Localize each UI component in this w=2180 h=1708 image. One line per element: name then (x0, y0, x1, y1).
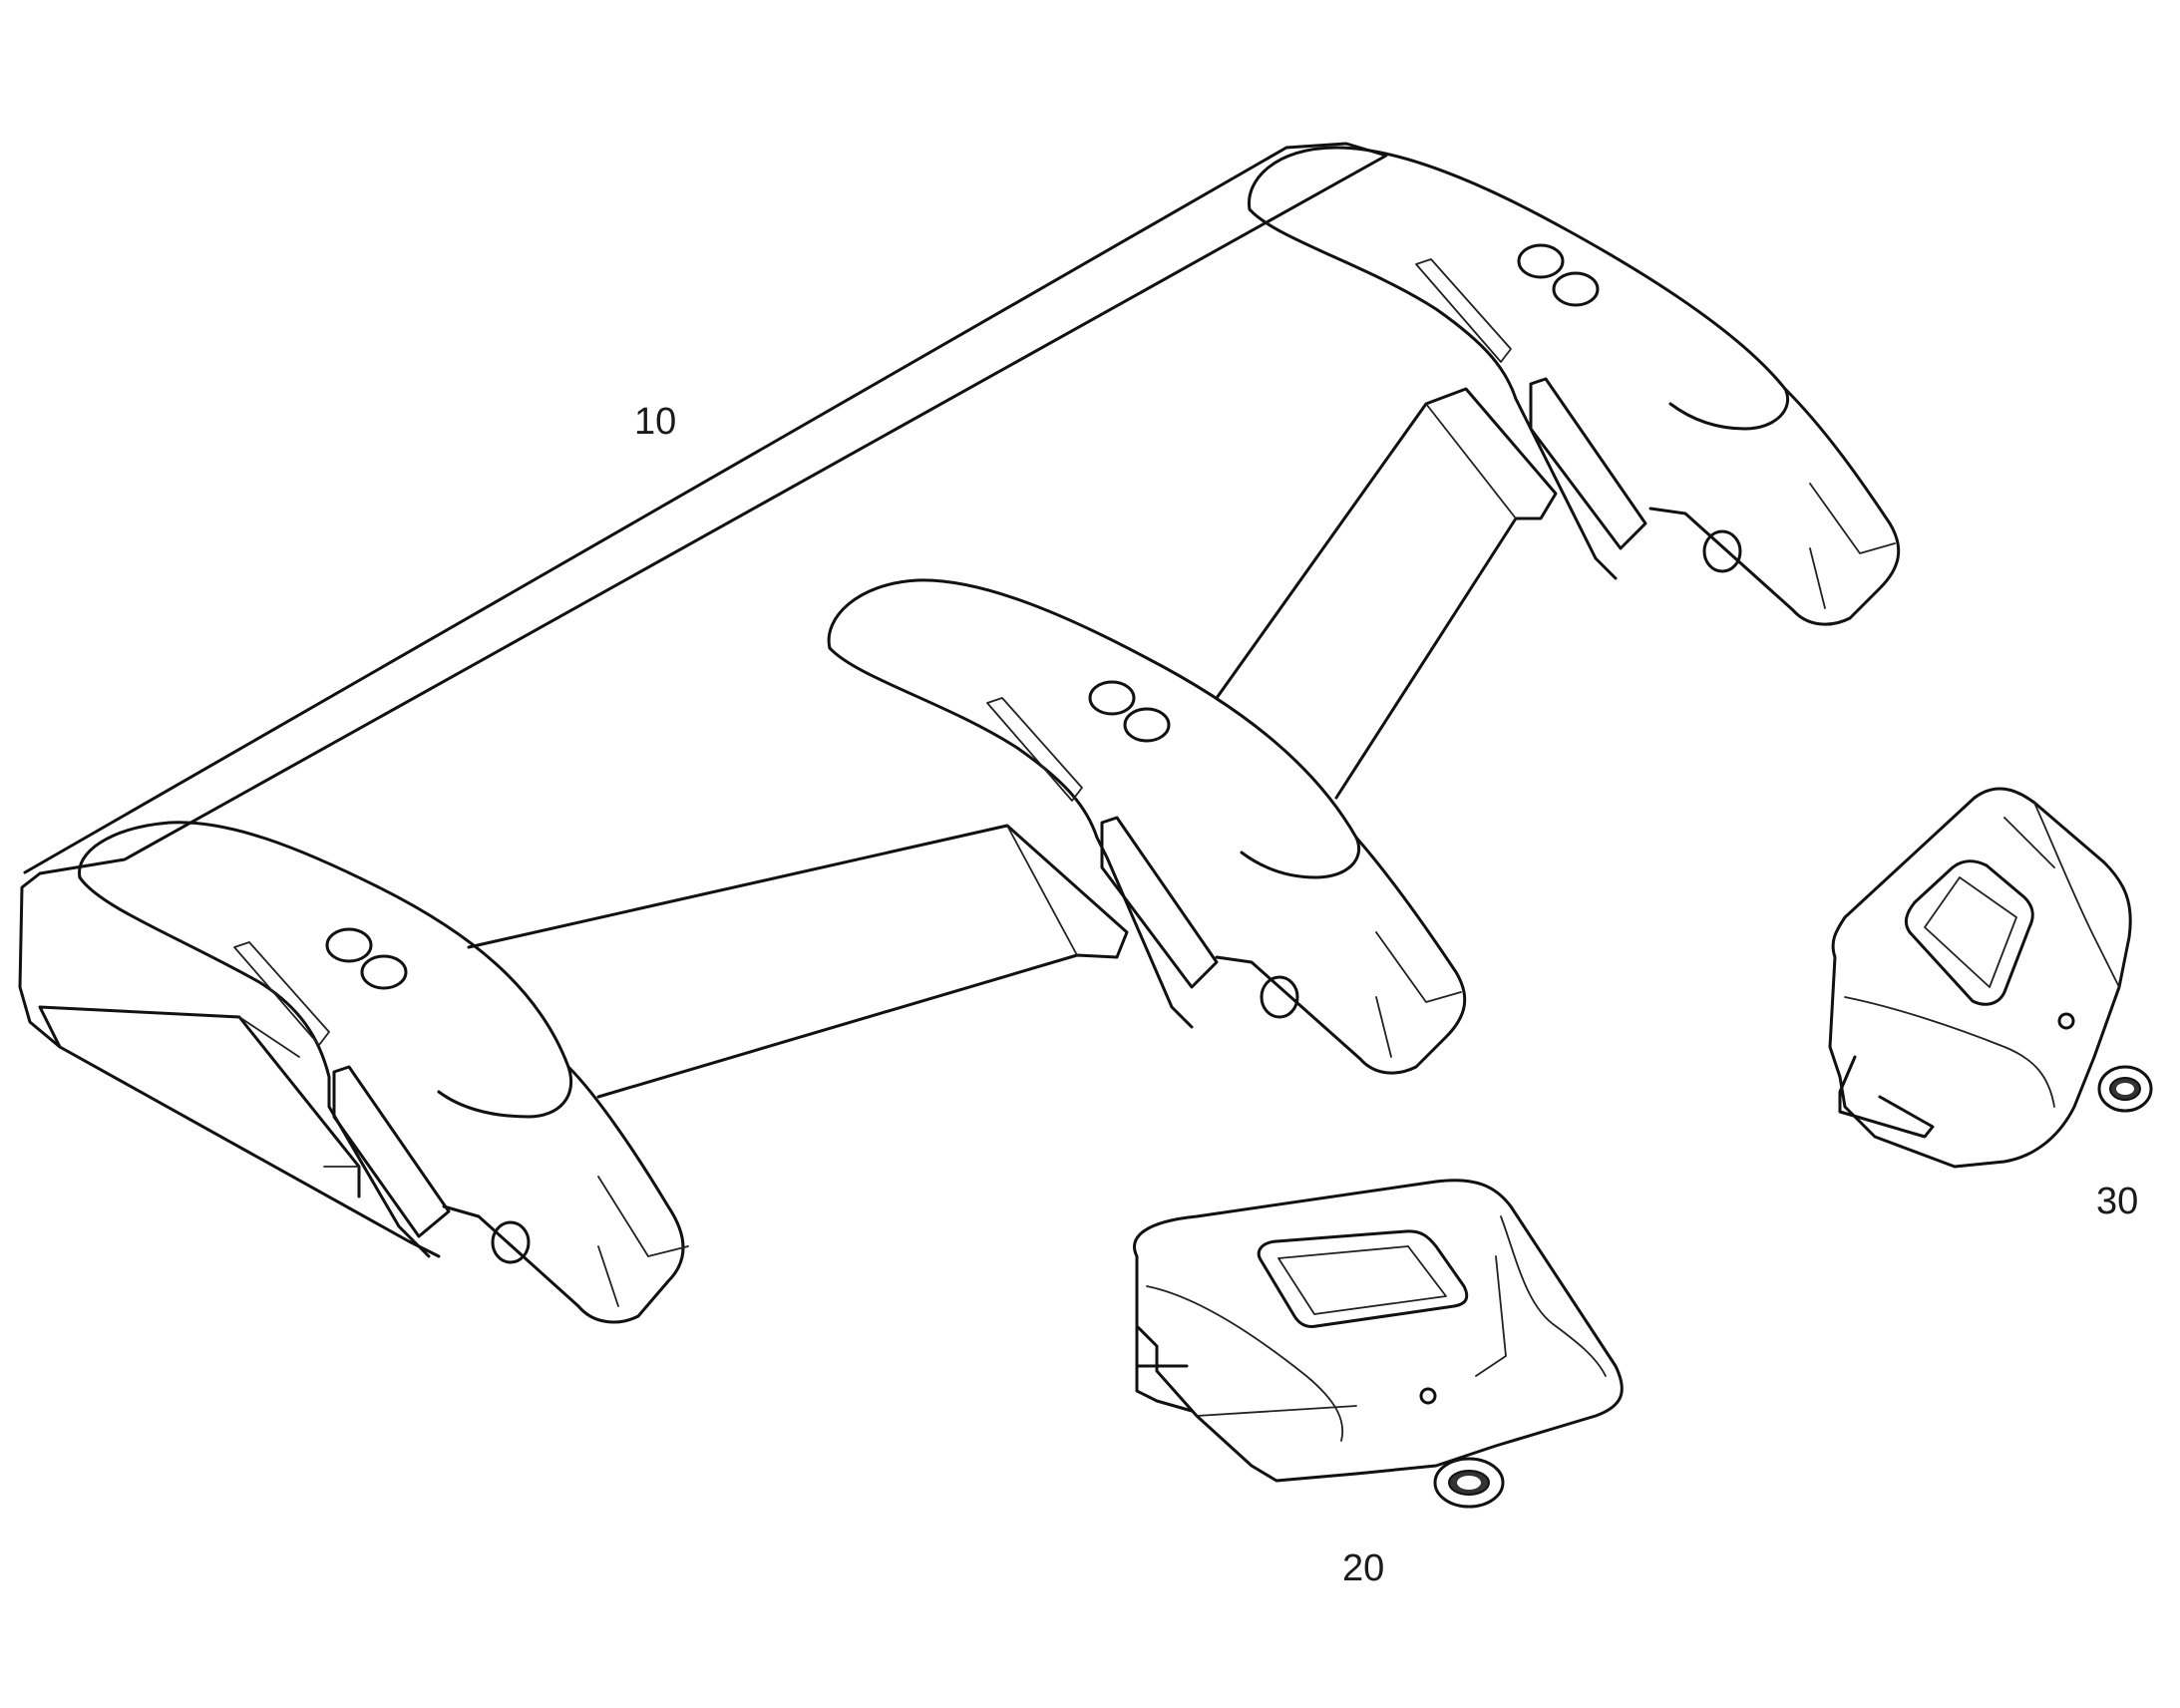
adapter-middle-lifting-eyes (1088, 680, 1171, 743)
lip-plate-outline (18, 142, 1388, 1258)
tooth-adapter-left (78, 821, 689, 1324)
shroud-30-top-window (1904, 859, 2034, 1006)
adapter-left-lifting-eyes (325, 927, 408, 990)
adapter-middle-pin-hole (1260, 975, 1299, 1019)
adapter-middle-slot (1100, 816, 1219, 989)
adapter-right-logo-recess (1415, 258, 1512, 363)
adapter-middle-logo-recess (986, 697, 1083, 802)
adapter-left-logo-recess (233, 941, 330, 1046)
shroud-20-side-rib-right (1500, 1215, 1607, 1377)
shroud-30-bolt-hole (2057, 1012, 2075, 1030)
tooth-adapter-right (1248, 146, 1901, 626)
adapter-left-slot (332, 1065, 451, 1238)
adapter-middle-top (827, 578, 1361, 879)
shroud-20-top-window (1257, 1229, 1469, 1328)
adapter-right-lifting-eyes (1517, 243, 1600, 307)
shroud-20-lower-jaw (1135, 1324, 1194, 1413)
tooth-adapter-middle (827, 578, 1467, 1075)
shroud-20-edge (1196, 1255, 1507, 1417)
reference-numeral-20: 20 (1342, 1547, 1385, 1589)
lip-plate-top-edge (23, 146, 1288, 874)
wear-shroud-20 (1133, 1179, 1624, 1509)
shroud-30-outline (1828, 787, 2132, 1169)
adapter-left-top (78, 821, 573, 1119)
adapter-right-top (1248, 146, 1789, 431)
lip-front-face (238, 1016, 360, 1168)
adapter-left-pin-hole (491, 1220, 531, 1264)
bucket-lip-assembly (18, 142, 1901, 1324)
shroud-20-side-rib-left (1146, 1285, 1344, 1442)
adapter-middle-nose (1215, 836, 1467, 1075)
shroud-30-edge (2003, 802, 2120, 988)
shroud-20-lifting-eye (1433, 1457, 1505, 1509)
shroud-20-outline (1133, 1179, 1624, 1483)
adapter-right-slot (1529, 377, 1647, 550)
lip-segment-left (467, 824, 1129, 1099)
shroud-30-lower-jaw (1838, 1055, 1935, 1139)
wear-shroud-30 (1828, 787, 2153, 1169)
reference-numeral-30: 30 (2096, 1181, 2139, 1222)
adapter-right-pin-hole (1702, 529, 1742, 573)
lip-segment-right-edge (1425, 403, 1517, 519)
adapter-middle-body (828, 646, 1194, 1029)
adapter-middle-nose-facet (1375, 931, 1462, 1058)
shroud-30-lifting-eye (2097, 1065, 2153, 1113)
shroud-30-side-rib (1844, 996, 2055, 1108)
shroud-30-inner-window (1924, 876, 2017, 988)
lip-segment-left-edge (1006, 825, 1078, 956)
adapter-left-nose (442, 1065, 685, 1324)
adapter-left-body (78, 875, 431, 1258)
adapter-left-nose-facet (597, 1176, 689, 1307)
adapter-right-nose-facet (1809, 483, 1896, 609)
shroud-20-bolt-hole (1419, 1387, 1437, 1405)
reference-numeral-10: 10 (634, 401, 677, 443)
adapter-right-nose (1648, 387, 1901, 626)
shroud-20-inner-window (1277, 1245, 1447, 1315)
adapter-right-body (1248, 207, 1618, 580)
